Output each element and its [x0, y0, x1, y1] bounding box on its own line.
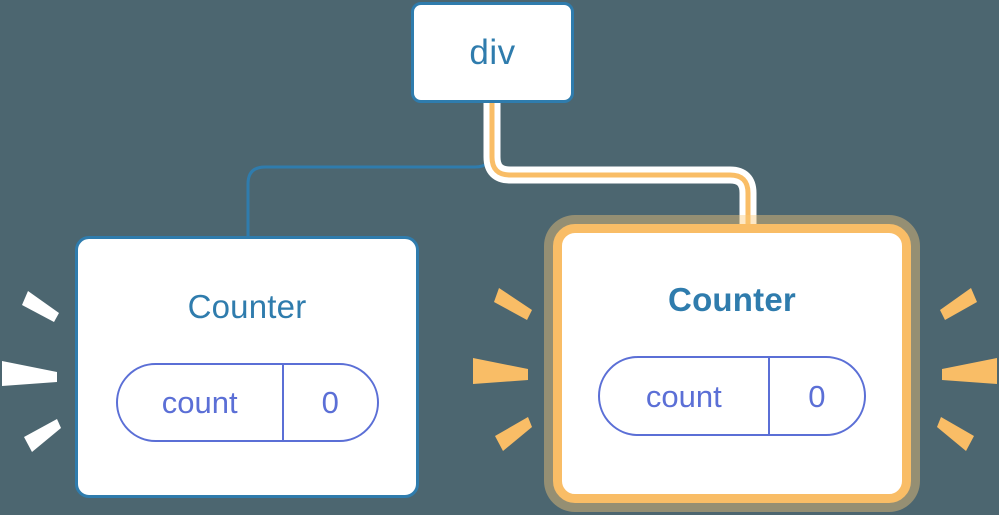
state-value-left: 0 — [321, 385, 339, 420]
state-key-right: count — [600, 358, 770, 434]
state-pill-left: count 0 — [115, 363, 379, 442]
node-counter-right-label: Counter — [668, 281, 796, 318]
node-counter-right[interactable]: Counter count 0 — [553, 224, 911, 503]
state-value-right: 0 — [808, 378, 826, 414]
spark-burst-icon-middle-orange — [473, 288, 532, 451]
node-counter-left-label: Counter — [187, 288, 307, 325]
edge-div-to-counter-right — [489, 103, 751, 226]
node-counter-left[interactable]: Counter count 0 — [75, 236, 419, 498]
node-div-label: div — [469, 33, 516, 72]
spark-burst-icon-left-white — [2, 291, 61, 452]
node-div[interactable]: div — [411, 2, 574, 103]
spark-burst-icon-right-orange — [937, 288, 997, 451]
state-key-left: count — [118, 365, 284, 440]
state-pill-right: count 0 — [598, 356, 866, 436]
